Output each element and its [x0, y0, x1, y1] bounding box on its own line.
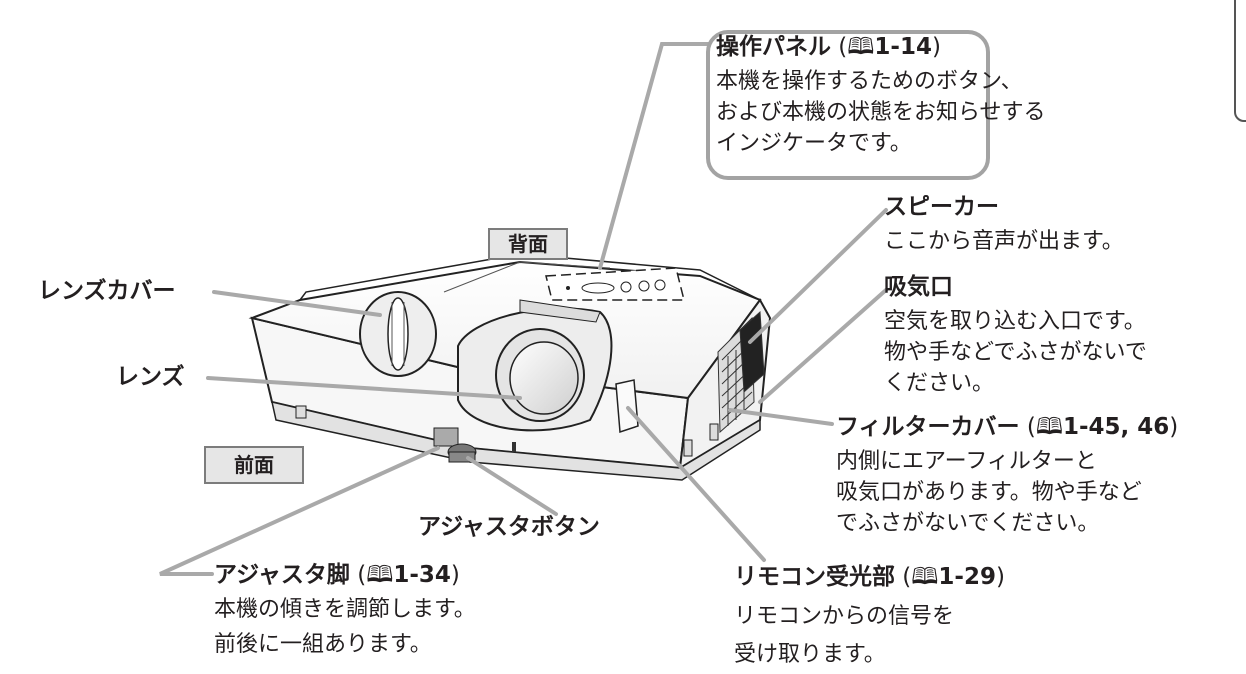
view-label-back: 背面 [488, 228, 568, 260]
adjust-button-label: アジャスタボタン [418, 514, 600, 540]
book-icon: 🕮 [911, 564, 939, 590]
lens-label: レンズ [116, 364, 185, 390]
control-panel-drawing [545, 267, 685, 301]
lens-cover-drawing [359, 291, 437, 377]
leader-lines [159, 42, 888, 576]
filter-cover-desc: 内側にエアーフィルターと 吸気口があります。物や手など でふさがないでください。 [836, 449, 1142, 536]
book-icon: 🕮 [1035, 414, 1063, 440]
speaker-desc: ここから音声が出ます。 [884, 229, 1124, 254]
view-label-front: 前面 [204, 446, 304, 484]
speaker-title: スピーカー [884, 194, 999, 220]
lens-cover-label: レンズカバー [38, 278, 176, 304]
page-side-tab [1234, 0, 1246, 122]
control-panel-desc: 本機を操作するためのボタン、 および本機の状態をお知らせする インジケータです。 [716, 69, 1046, 156]
book-icon: 🕮 [847, 34, 875, 60]
remote-sensor-window [615, 379, 639, 434]
adjust-foot-desc: 本機の傾きを調節します。 前後に一組あります。 [214, 597, 476, 657]
air-intake-desc: 空気を取り込む入口です。 物や手などでふさがないで ください。 [884, 309, 1147, 396]
remote-sensor-title: リモコン受光部 (🕮1-29) [734, 564, 1005, 590]
control-panel-title: 操作パネル (🕮1-14) [716, 34, 941, 60]
adjuster-foot-drawing [433, 427, 477, 463]
adjust-foot-title: アジャスタ脚 (🕮1-34) [214, 562, 460, 588]
book-icon: 🕮 [366, 562, 394, 588]
side-vents [717, 310, 765, 434]
filter-cover-title: フィルターカバー (🕮1-45, 46) [836, 414, 1179, 440]
control-panel-callout-box [706, 30, 990, 180]
remote-sensor-desc: リモコンからの信号を 受け取ります。 [734, 604, 955, 667]
air-intake-title: 吸気口 [884, 274, 953, 300]
